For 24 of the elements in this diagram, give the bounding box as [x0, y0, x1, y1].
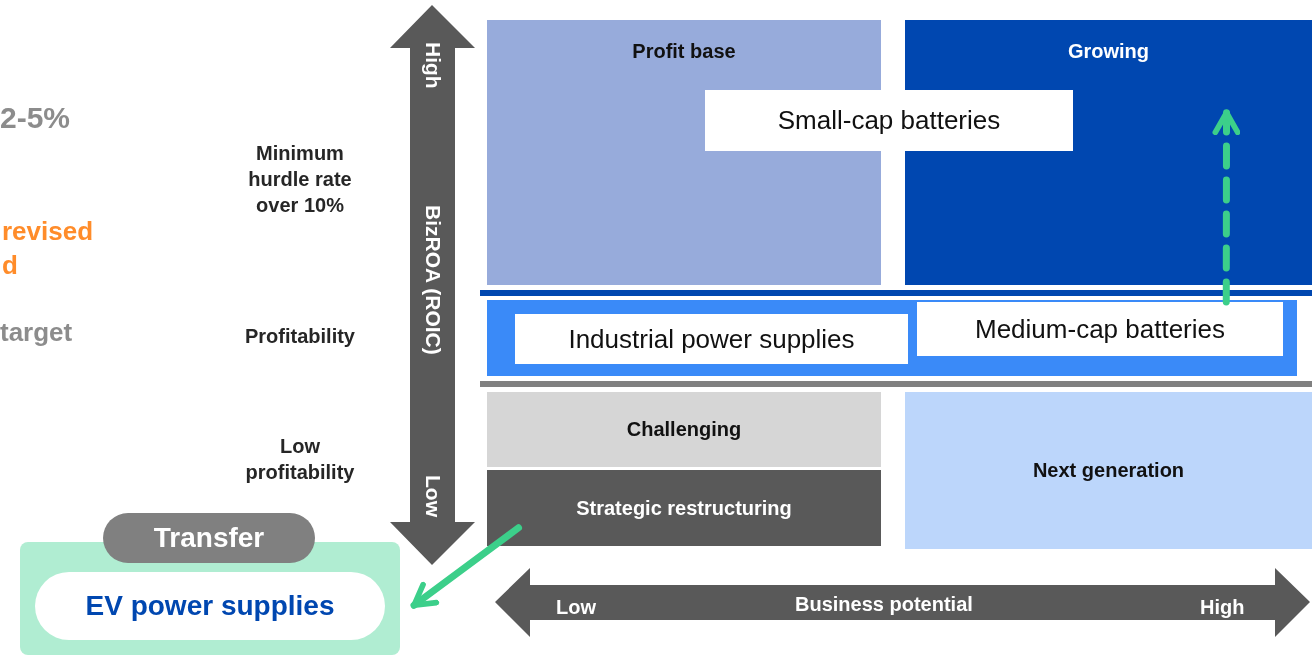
category-box: Industrial power supplies — [515, 314, 908, 364]
axis-end-label: Low — [421, 475, 447, 517]
axis-label: Minimum hurdle rate over 10% — [247, 141, 353, 218]
arrow — [410, 524, 522, 609]
quadrant-panel: Strategic restructuring — [487, 470, 881, 546]
category-box: Medium-cap batteries — [917, 302, 1283, 356]
arrow — [1212, 109, 1241, 306]
profitability-band — [487, 300, 1297, 376]
axis-end-label: High — [421, 42, 447, 89]
axis-end-label: High — [1200, 595, 1245, 620]
note-text: revised d — [2, 215, 95, 282]
axis-title: BizROA (ROIC) — [421, 205, 447, 355]
axis-title: Business potential — [795, 592, 973, 617]
value-label: 2-5% — [0, 100, 72, 136]
quadrant-panel: Next generation — [905, 392, 1312, 549]
axis-label: Profitability — [244, 324, 356, 349]
note-text: target — [0, 316, 74, 349]
axis-label: Low profitability — [244, 434, 356, 485]
quadrant-panel: Challenging — [487, 392, 881, 467]
transfer-group — [20, 513, 400, 655]
group-tab: Transfer — [103, 513, 315, 563]
category-pill: EV power supplies — [35, 572, 385, 640]
category-overlay: Small-cap batteries — [705, 90, 1073, 151]
axis-end-label: Low — [556, 595, 596, 620]
